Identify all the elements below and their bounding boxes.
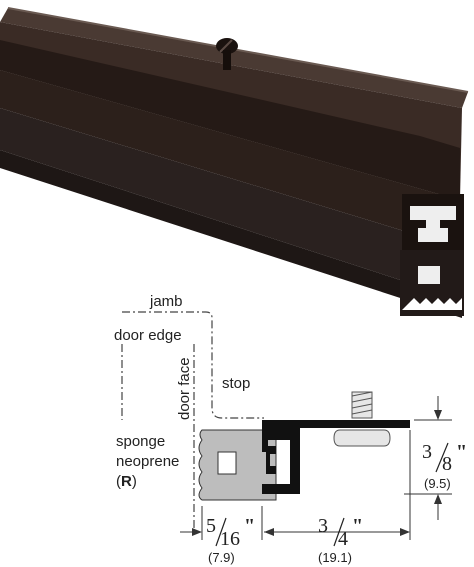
retainer-profile <box>262 420 410 494</box>
label-r-open: ( <box>116 473 121 490</box>
label-stop: stop <box>222 375 250 392</box>
label-jamb: jamb <box>149 293 183 310</box>
dim-width-left-den: 16 <box>220 528 240 550</box>
t-slot-cutout <box>410 206 456 242</box>
retainer-channel <box>0 40 460 200</box>
product-illustration <box>0 7 469 318</box>
screw-slot <box>219 39 233 53</box>
gasket-body <box>0 108 462 300</box>
dim-height-metric: (9.5) <box>424 476 451 491</box>
dim-width-left-slash <box>215 517 227 547</box>
dim-width-left-metric: (7.9) <box>208 550 235 565</box>
dim-width-left-label: 5 16 " (7.9) <box>206 515 255 565</box>
label-registered-mark: (R) <box>116 473 137 490</box>
dim-width-left-num: 5 <box>206 515 216 537</box>
gasket-sawtooth <box>402 298 462 310</box>
height-dimension <box>404 396 452 520</box>
label-r-letter: R <box>121 473 132 490</box>
dim-width-right-unit: " <box>352 515 363 537</box>
label-door-face: door face <box>176 357 193 420</box>
dim-width-right-slash <box>333 517 345 547</box>
screw-illustration <box>333 391 391 447</box>
screw-shank <box>223 50 231 70</box>
label-sponge: sponge <box>116 433 165 450</box>
sponge-hole <box>217 451 237 475</box>
dim-width-right-label: 3 4 " (19.1) <box>318 515 363 565</box>
label-door-edge: door edge <box>114 327 182 344</box>
dim-height-num: 3 <box>422 441 432 463</box>
retainer-edge-highlight <box>7 7 469 93</box>
gasket-lower <box>0 150 462 318</box>
jamb-outline <box>122 311 264 419</box>
dim-width-right-metric: (19.1) <box>318 550 352 565</box>
label-neoprene: neoprene <box>116 453 179 470</box>
label-r-close: ) <box>132 473 137 490</box>
dim-width-right-num: 3 <box>318 515 328 537</box>
dim-height-label: 3 8 " (9.5) <box>422 441 467 491</box>
dim-width-left-unit: " <box>244 515 255 537</box>
dim-height-slash <box>435 442 449 473</box>
dim-width-right-den: 4 <box>338 528 348 550</box>
sponge-neoprene-profile <box>198 429 277 501</box>
cross-section-diagram: jamb door edge door face stop sponge neo… <box>114 293 467 565</box>
retainer-top-surface <box>0 8 468 108</box>
retainer-front-face <box>0 70 460 248</box>
retainer-t-tab <box>266 446 276 474</box>
width-dimension <box>180 430 411 540</box>
dim-height-den: 8 <box>442 453 452 475</box>
gasket-hole <box>418 266 440 284</box>
dim-height-unit: " <box>456 441 467 463</box>
